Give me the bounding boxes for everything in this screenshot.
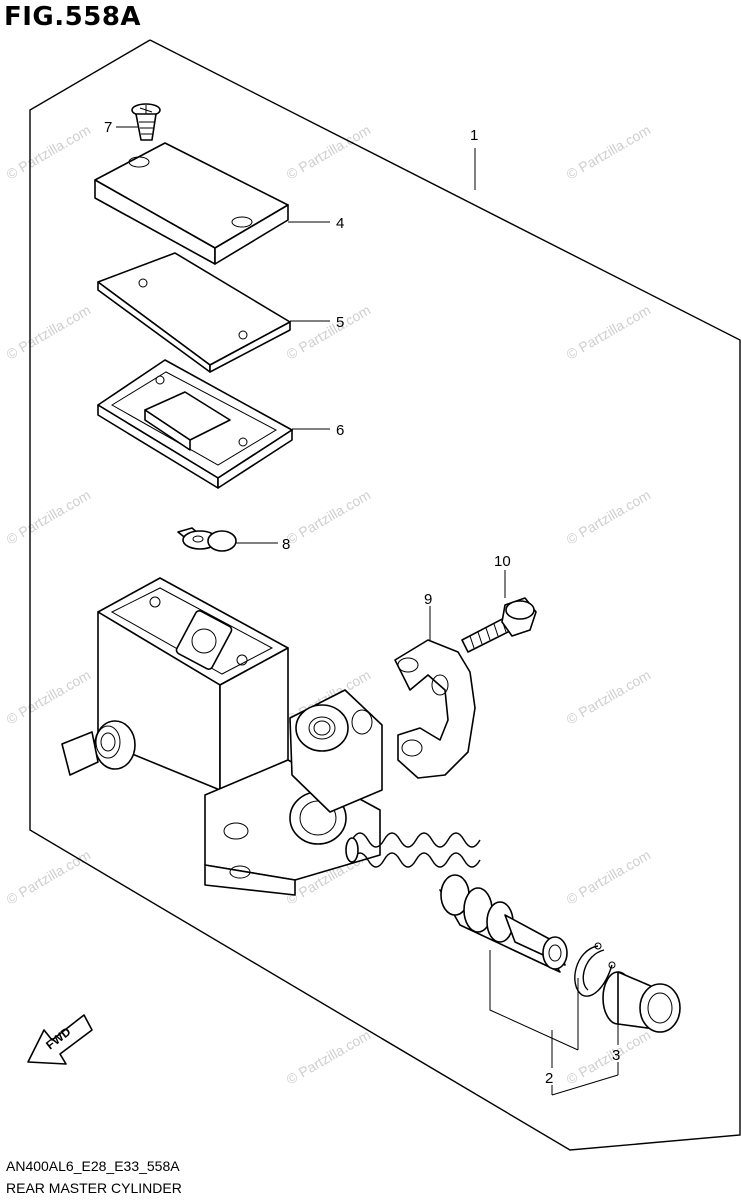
callout-8: 8 bbox=[282, 536, 290, 553]
watermark: © Partzilla.com bbox=[4, 667, 94, 728]
circlip bbox=[574, 942, 616, 997]
watermark: © Partzilla.com bbox=[284, 1027, 374, 1088]
watermark: © Partzilla.com bbox=[284, 302, 374, 363]
assembly-outline bbox=[29, 39, 741, 1151]
watermark: © Partzilla.com bbox=[284, 487, 374, 548]
watermark: © Partzilla.com bbox=[564, 847, 654, 908]
bolt-part-10 bbox=[461, 597, 537, 653]
watermark: © Partzilla.com bbox=[4, 487, 94, 548]
piston-assembly-part-2 bbox=[345, 832, 568, 973]
fwd-arrow: FWD bbox=[27, 1014, 93, 1065]
callout-2: 2 bbox=[545, 1070, 553, 1087]
watermark: © Partzilla.com bbox=[564, 122, 654, 183]
watermark: © Partzilla.com bbox=[564, 667, 654, 728]
callout-7: 7 bbox=[104, 119, 112, 136]
clamp-part-9 bbox=[394, 639, 476, 779]
callout-labels: 1 2 3 4 5 6 7 8 9 10 bbox=[104, 119, 620, 1087]
watermark: © Partzilla.com bbox=[4, 122, 94, 183]
watermark: © Partzilla.com bbox=[4, 847, 94, 908]
watermark: © Partzilla.com bbox=[564, 302, 654, 363]
callout-4: 4 bbox=[336, 215, 344, 232]
figure-title: FIG.558A bbox=[4, 2, 142, 32]
grommet-part-8 bbox=[177, 527, 237, 552]
cap-part-4 bbox=[94, 142, 289, 265]
boot-part-3 bbox=[602, 971, 681, 1033]
diaphragm-part-6 bbox=[97, 359, 293, 489]
watermark: © Partzilla.com bbox=[4, 302, 94, 363]
callout-10: 10 bbox=[494, 553, 511, 570]
screw-part-7 bbox=[131, 103, 161, 141]
callout-3: 3 bbox=[612, 1047, 620, 1064]
callout-9: 9 bbox=[424, 591, 432, 608]
callout-5: 5 bbox=[336, 314, 344, 331]
plate-part-5 bbox=[97, 252, 291, 373]
master-cylinder-body bbox=[61, 577, 383, 896]
watermark: © Partzilla.com bbox=[564, 487, 654, 548]
callout-6: 6 bbox=[336, 422, 344, 439]
callout-1: 1 bbox=[470, 127, 478, 144]
figure-name: REAR MASTER CYLINDER bbox=[6, 1180, 182, 1196]
figure-code: AN400AL6_E28_E33_558A bbox=[6, 1158, 180, 1174]
